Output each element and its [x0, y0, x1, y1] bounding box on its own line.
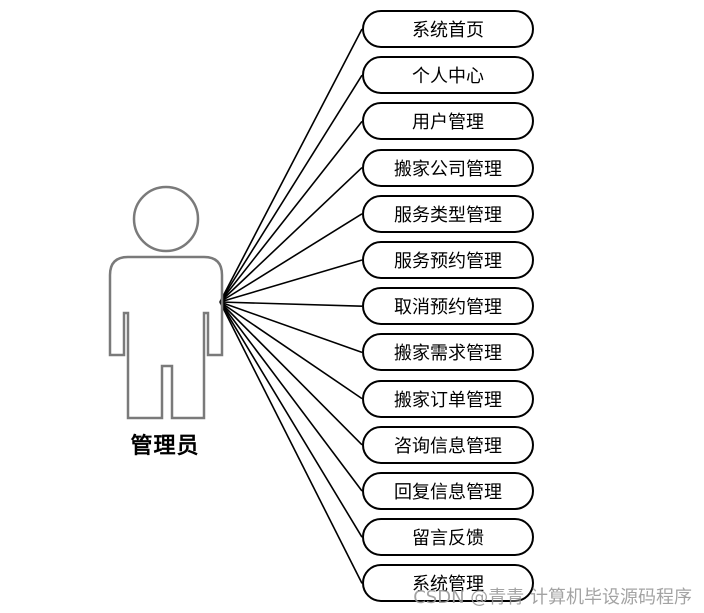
use-case-9: 搬家订单管理 — [362, 379, 534, 418]
connector-line-5 — [219, 213, 363, 303]
watermark: CSDN @青青 计算机毕设源码程序 — [413, 587, 692, 608]
connector-line-4 — [219, 167, 363, 303]
use-case-10: 咨询信息管理 — [362, 425, 534, 464]
connector-line-8 — [219, 301, 363, 354]
connector-line-12 — [219, 301, 363, 538]
connector-line-1 — [219, 28, 363, 303]
actor-figure — [108, 185, 224, 420]
connector-line-10 — [219, 301, 363, 446]
connector-line-11 — [219, 301, 363, 492]
actor-label: 管理员 — [130, 433, 200, 459]
use-case-8: 搬家需求管理 — [362, 333, 534, 372]
use-case-5: 服务类型管理 — [362, 194, 534, 233]
use-case-13: 系统管理 — [362, 564, 534, 603]
connector-line-3 — [219, 120, 363, 303]
use-case-3: 用户管理 — [362, 102, 534, 141]
connector-line-6 — [219, 259, 363, 303]
use-case-11: 回复信息管理 — [362, 472, 534, 510]
connector-line-2 — [219, 74, 363, 303]
use-case-7: 取消预约管理 — [362, 287, 534, 326]
connector-line-9 — [219, 301, 363, 400]
connector-lines — [219, 28, 363, 584]
use-case-1: 系统首页 — [362, 10, 534, 48]
connector-line-13 — [219, 301, 363, 584]
connector-line-7 — [219, 301, 363, 307]
actor-head — [132, 185, 200, 253]
actor-body — [108, 255, 224, 420]
use-case-4: 搬家公司管理 — [362, 148, 534, 187]
use-case-12: 留言反馈 — [362, 518, 534, 557]
use-case-6: 服务预约管理 — [362, 241, 534, 279]
use-case-2: 个人中心 — [362, 56, 534, 95]
